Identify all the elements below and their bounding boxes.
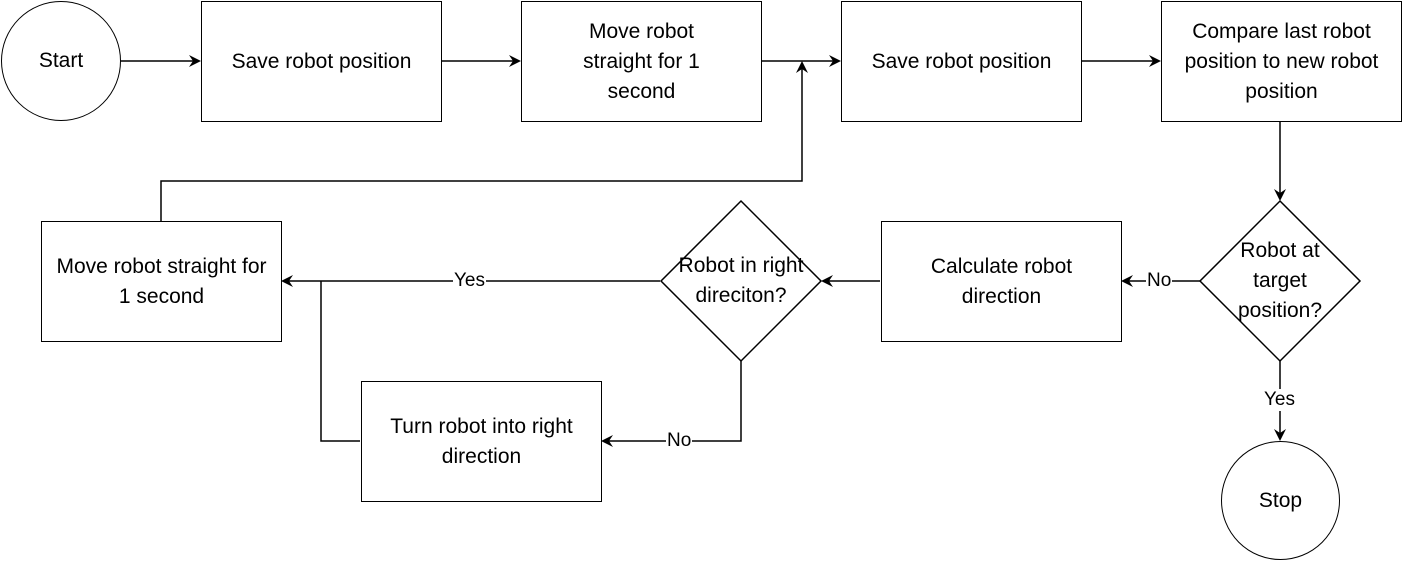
decision-robot-at-target <box>1198 199 1362 363</box>
move-robot-straight-step-2: Move robot straight for 1 second <box>41 221 282 342</box>
edge-label-right-dir-no: No <box>666 430 693 452</box>
edge-turn-to-move2 <box>320 281 360 442</box>
edge-label-target-no: No <box>1146 270 1173 292</box>
stop-node: Stop <box>1221 441 1340 560</box>
calculate-robot-direction-step: Calculate robot direction <box>881 221 1122 342</box>
save-robot-position-step-1: Save robot position <box>201 1 442 122</box>
turn-robot-step: Turn robot into right direction <box>361 381 602 502</box>
robot-at-target-label: Robot at target position? <box>1237 239 1323 322</box>
edge-label-right-dir-yes: Yes <box>453 270 486 292</box>
compare-positions-step: Compare last robot position to new robot… <box>1161 1 1402 122</box>
robot-in-right-direction-label: Robot in right direciton? <box>678 254 804 307</box>
save-robot-position-step-2: Save robot position <box>841 1 1082 122</box>
start-node: Start <box>1 1 121 121</box>
edge-label-target-yes: Yes <box>1263 389 1296 411</box>
decision-robot-in-right-direction <box>659 199 823 363</box>
edge-move2-loop-to-save2 <box>160 61 808 221</box>
edge-right-dir-no-to-turn <box>601 361 742 447</box>
move-robot-straight-step-1: Move robot straight for 1 second <box>521 1 762 122</box>
